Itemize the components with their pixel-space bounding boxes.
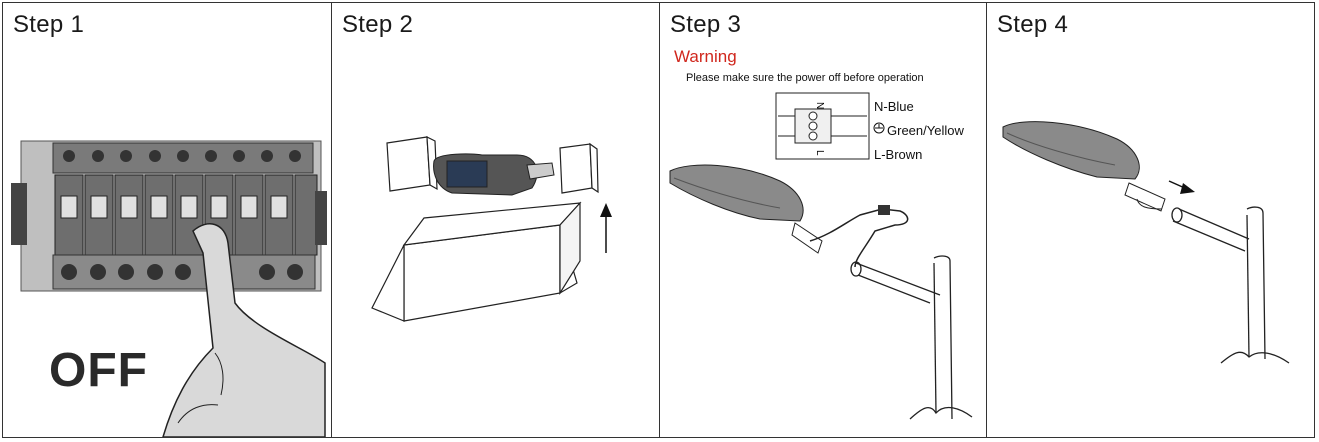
pointing-hand-icon	[162, 223, 326, 437]
warning-note: Please make sure the power off before op…	[686, 72, 924, 84]
terminal-block-icon: N L	[775, 92, 870, 160]
step-3-title: Step 3	[670, 11, 742, 38]
circuit-breaker-icon	[11, 140, 327, 437]
unboxing-diagram	[371, 135, 612, 322]
wire-label-ground: Green/Yellow	[887, 123, 964, 138]
terminal-l-letter: L	[814, 150, 825, 156]
step-4-title: Step 4	[997, 11, 1069, 38]
pole-icon	[850, 255, 973, 420]
step-2-title: Step 2	[342, 11, 414, 38]
street-lamp-icon	[669, 164, 909, 268]
lamp-package-icon	[433, 153, 555, 196]
step-3-panel: Step 3 Warning Please make sure the powe…	[660, 3, 987, 437]
warning-label: Warning	[674, 47, 737, 66]
off-label: OFF	[49, 344, 148, 397]
wiring-diagram: N L	[669, 92, 973, 420]
street-lamp-icon	[1002, 121, 1166, 212]
up-arrow-icon	[600, 203, 612, 253]
wire-label-live: L-Brown	[874, 147, 923, 162]
step-1-title: Step 1	[13, 11, 85, 38]
pole-icon	[1171, 206, 1290, 364]
ground-symbol-icon	[873, 122, 885, 134]
step-4-panel: Step 4	[987, 3, 1316, 437]
cardboard-box-icon	[371, 201, 582, 322]
step-1-panel: Step 1	[3, 3, 332, 437]
mounting-diagram	[1002, 121, 1290, 364]
terminal-n-letter: N	[814, 102, 825, 109]
step-2-panel: Step 2	[332, 3, 660, 437]
down-right-arrow-icon	[1168, 180, 1195, 194]
wire-label-neutral: N-Blue	[874, 99, 914, 114]
